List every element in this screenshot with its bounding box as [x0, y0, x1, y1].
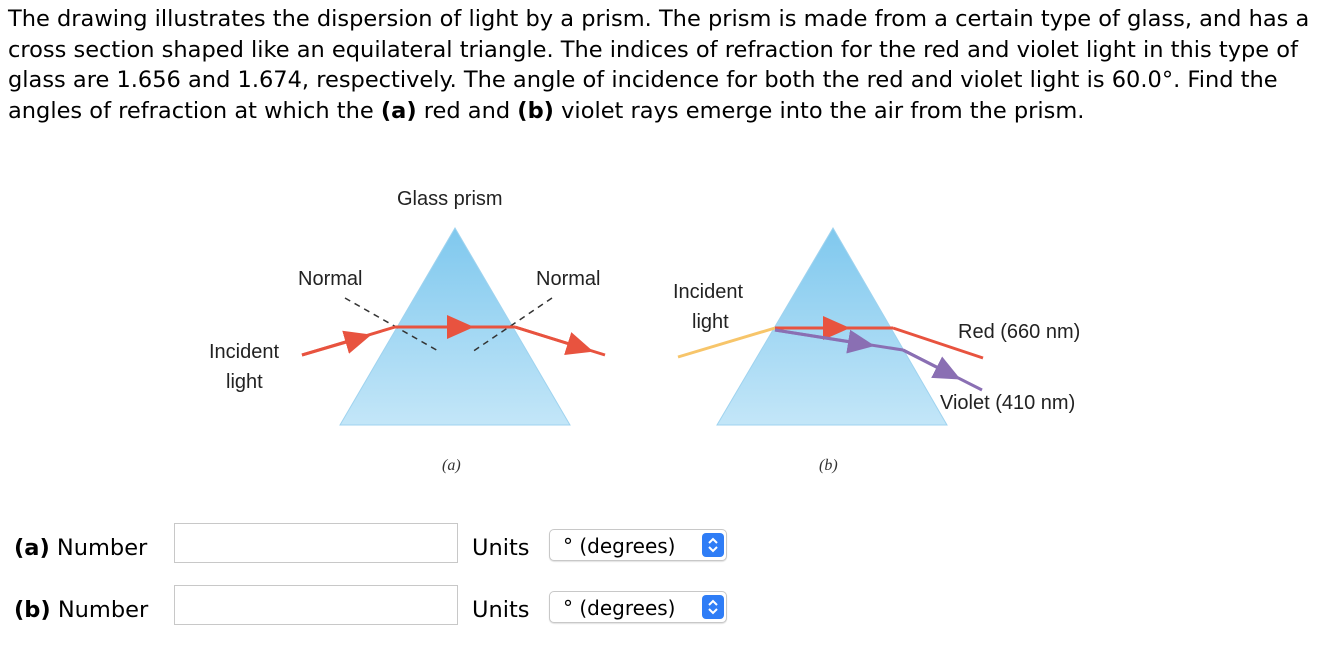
answer-label-b: (b) Number [14, 597, 148, 623]
part-b-marker: (b) [517, 97, 554, 124]
emergent-violet-ray-b-arrow [902, 348, 961, 380]
prism-figure: Glass prism Normal Normal Incident light… [209, 188, 1080, 474]
units-select-b[interactable]: ° (degrees) [549, 591, 727, 623]
red-ray-label: Red (660 nm) [958, 321, 1080, 343]
answer-a-number-input[interactable] [174, 523, 458, 563]
normal-label-left: Normal [298, 268, 362, 290]
answer-number-text-a: Number [49, 535, 148, 561]
units-label-b: Units [472, 597, 530, 623]
units-select-a-value: ° (degrees) [563, 534, 676, 558]
units-select-a[interactable]: ° (degrees) [549, 529, 727, 561]
emergent-red-ray-b [892, 326, 984, 360]
answer-row-b: (b) Number Units ° (degrees) [0, 585, 1322, 645]
internal-violet-ray-b-arrow [774, 328, 875, 354]
units-label-a: Units [472, 535, 530, 561]
caption-a: (a) [442, 457, 461, 474]
part-a-marker: (a) [380, 97, 417, 124]
problem-text-1: The drawing illustrates the dispersion o… [8, 6, 1310, 124]
answer-marker-b: (b) [14, 597, 51, 623]
answer-label-a: (a) Number [14, 535, 147, 561]
incident-label-a-1: Incident [209, 341, 279, 363]
violet-ray-label: Violet (410 nm) [940, 392, 1075, 414]
emergent-ray-a-arrow [514, 325, 594, 355]
normal-label-right: Normal [536, 268, 600, 290]
glass-prism-title: Glass prism [397, 188, 503, 210]
answer-b-number-input[interactable] [174, 585, 458, 625]
select-arrows-icon [702, 595, 724, 619]
answer-marker-a: (a) [14, 535, 50, 561]
problem-text-2: red and [416, 97, 518, 124]
incident-ray-b [677, 326, 776, 359]
caption-b: (b) [819, 457, 838, 474]
problem-statement: The drawing illustrates the dispersion o… [8, 4, 1313, 126]
answer-number-text-b: Number [50, 597, 149, 623]
incident-label-b-2: light [692, 311, 729, 333]
normal-line-left [344, 297, 441, 353]
incident-label-a-2: light [226, 371, 263, 393]
incident-label-b-1: Incident [673, 281, 743, 303]
answer-row-a: (a) Number Units ° (degrees) [0, 523, 1322, 583]
units-select-b-value: ° (degrees) [563, 596, 676, 620]
problem-text-3: violet rays emerge into the air from the… [553, 97, 1085, 124]
normal-line-right [471, 297, 553, 353]
incident-ray-a-arrow [301, 330, 372, 357]
select-arrows-icon [702, 533, 724, 557]
